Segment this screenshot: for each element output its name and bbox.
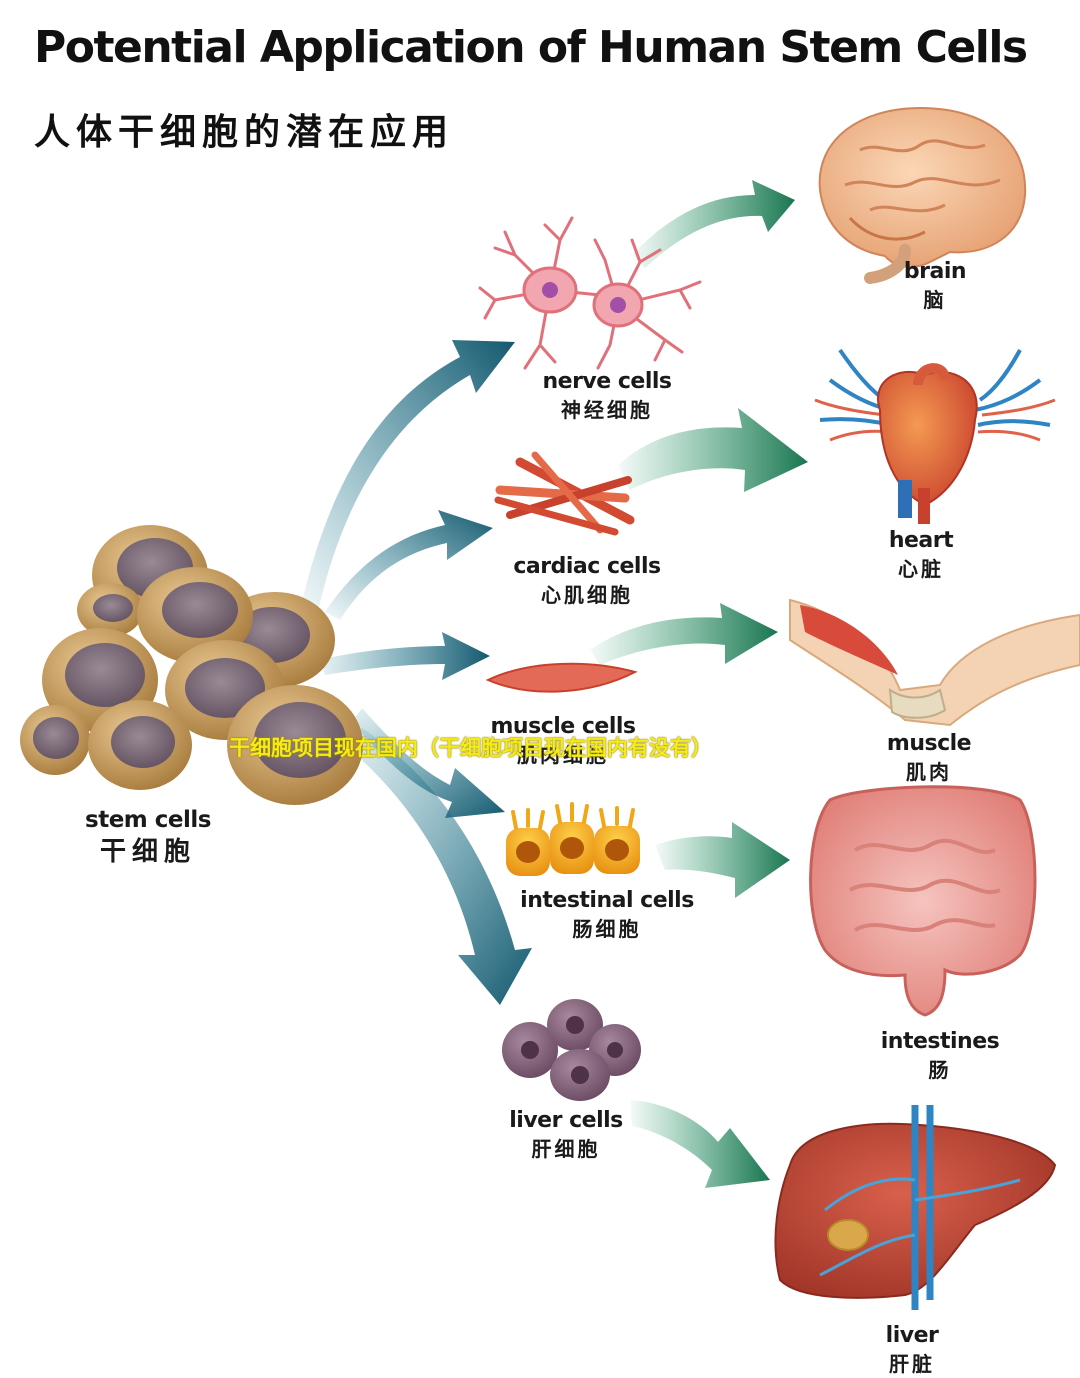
muscle-cells-label-zh: 肌肉细胞 [516,743,609,767]
brain-label-zh: 脑 [923,288,947,312]
title-chinese: 人体干细胞的潜在应用 [34,112,455,153]
arrow-to-muscle-cells [320,632,490,680]
stem-cells-illustration [20,525,363,805]
heart-label-zh: 心脏 [897,557,944,581]
muscle-cells-illustration [485,662,638,693]
intestines-label-en: intestines [880,1029,1000,1054]
muscle-label: muscle 肌肉 [886,730,972,786]
arrow-to-intestinal-cells [352,708,505,818]
arrow-to-brain [632,180,795,268]
arrow-to-liver-cells [345,728,532,1005]
muscle-cells-label-en: muscle cells [490,714,636,739]
cardiac-cells-label: cardiac cells 心肌细胞 [513,553,661,609]
stem-cells-label: stem cells 干细胞 [85,806,211,870]
stem-cell [227,685,363,805]
muscle-arm-illustration [789,598,1080,727]
liver-label-en: liver [885,1323,939,1348]
stem-cells-label-zh: 干细胞 [99,837,197,867]
overlay-caption: 干细胞项目现在国内（干细胞项目现在国内有没有） [229,736,712,760]
arrow-to-cardiac-cells [325,510,493,620]
muscle-label-en: muscle [886,731,972,756]
nerve-cells-illustration [478,216,702,370]
cardiac-cells-label-zh: 心肌细胞 [541,583,633,607]
nerve-cells-label: nerve cells 神经细胞 [542,368,673,424]
intestines-illustration [809,785,1037,1017]
liver-illustration [774,1105,1057,1310]
intestines-label: intestines 肠 [880,1028,1000,1084]
stem-cell [88,700,192,790]
cell-to-organ-arrows [590,180,808,1188]
brain-label: brain 脑 [903,258,967,314]
liver-cells-label-en: liver cells [509,1108,623,1133]
stem-cell [137,567,253,663]
stem-cell [77,583,143,637]
stem-to-cell-arrows [300,340,532,1005]
arrow-to-muscle [590,603,778,665]
arrow-to-intestines [655,822,790,898]
liver-cells-label: liver cells 肝细胞 [509,1107,623,1163]
liver-cells-illustration [502,999,641,1101]
arrow-to-nerve-cells [300,340,515,612]
brain-label-en: brain [903,259,967,284]
brain-illustration [818,106,1027,284]
liver-cells-label-zh: 肝细胞 [531,1137,601,1161]
arrow-to-heart [618,408,808,492]
heart-illustration [814,348,1056,524]
liver-label-zh: 肝脏 [888,1352,935,1376]
nerve-cells-label-zh: 神经细胞 [561,398,653,422]
intestinal-cells-label-en: intestinal cells [520,888,694,913]
title-english: Potential Application of Human Stem Cell… [34,22,1028,73]
heart-label: heart 心脏 [888,527,954,583]
intestines-label-zh: 肠 [928,1058,952,1082]
cardiac-cells-illustration [494,451,635,536]
cardiac-cells-label-en: cardiac cells [513,554,661,579]
muscle-cells-label: muscle cells 肌肉细胞 [491,713,636,769]
stem-cell [20,705,90,775]
heart-label-en: heart [888,528,954,553]
muscle-label-zh: 肌肉 [906,760,952,784]
stem-cells-label-en: stem cells [85,807,211,833]
arrow-to-liver [630,1100,770,1188]
intestinal-cells-label-zh: 肠细胞 [572,917,642,941]
intestinal-cells-illustration [506,802,640,876]
nerve-cells-label-en: nerve cells [542,369,673,394]
liver-label: liver 肝脏 [886,1322,939,1378]
intestinal-cells-label: intestinal cells 肠细胞 [520,887,694,943]
